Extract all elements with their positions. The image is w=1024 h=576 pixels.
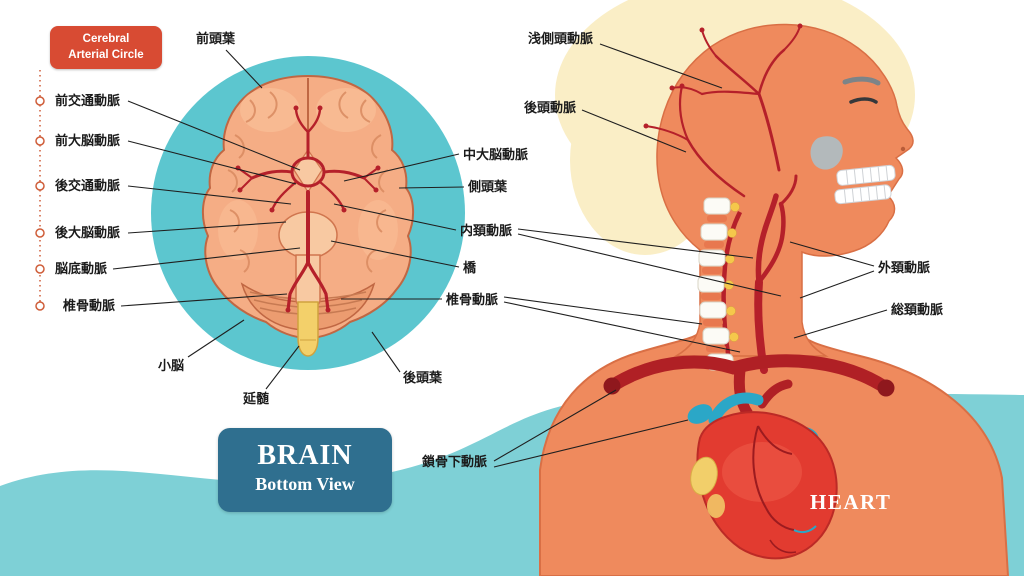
brain-bottom-view-caption: BRAIN Bottom View [218, 428, 392, 512]
leader-line [343, 153, 460, 182]
human-figure [539, 23, 1010, 576]
label-common-carotid-artery: 総頚動脈 [891, 302, 944, 317]
eye [849, 97, 878, 104]
leader-line [789, 241, 875, 267]
label-occipital-lobe: 後頭葉 [403, 370, 443, 385]
leader-line [581, 109, 687, 153]
coronary-vessels [752, 425, 797, 554]
caption-subtitle: Bottom View [255, 474, 355, 494]
label-anterior-cerebral-artery: 前大脳動脈 [55, 133, 121, 148]
leader-line [371, 331, 401, 373]
spinal-cord-shape [297, 301, 319, 357]
label-posterior-communicating-artery: 後交通動脈 [55, 178, 121, 193]
leader-lines [112, 43, 888, 468]
leader-line [799, 270, 875, 299]
leader-line [330, 240, 460, 268]
ear-shape [810, 136, 843, 170]
leader-line [120, 293, 288, 307]
leader-line [398, 186, 465, 189]
label-index-line [35, 70, 45, 311]
heart-label: HEART [810, 490, 892, 514]
leader-line [127, 140, 297, 185]
leader-line [493, 389, 617, 462]
leader-line [127, 221, 287, 234]
leader-line [265, 345, 300, 390]
badge-line2: Arterial Circle [68, 48, 144, 61]
label-pons: 橋 [463, 260, 477, 275]
label-superficial-temporal-artery: 浅側頭動脈 [528, 31, 594, 46]
brain-illustration [202, 74, 414, 357]
leader-line [333, 203, 457, 231]
leader-line [599, 43, 723, 89]
label-vertebral-artery-right: 椎骨動脈 [446, 292, 499, 307]
label-frontal-lobe: 前頭葉 [196, 31, 236, 46]
label-posterior-cerebral-artery: 後大脳動脈 [55, 225, 121, 240]
cervical-spine [697, 197, 740, 371]
badge-line1: Cerebral [82, 33, 130, 45]
nostril [900, 146, 906, 152]
brain-gyri [227, 91, 389, 273]
leader-line [127, 185, 292, 205]
cerebral-arterial-circle-badge: Cerebral Arterial Circle [50, 26, 162, 70]
leader-line [493, 419, 689, 468]
leader-line [187, 319, 245, 358]
label-basilar-artery: 脳底動脈 [55, 261, 108, 276]
label-temporal-lobe: 側頭葉 [468, 179, 508, 194]
leader-line [503, 301, 741, 353]
leader-line [517, 233, 782, 297]
label-medulla: 延髄 [243, 391, 270, 406]
label-external-carotid-artery: 外頚動脈 [878, 260, 931, 275]
teeth [834, 164, 896, 205]
scalp-artery-dots [643, 23, 803, 129]
label-internal-carotid-artery: 内頚動脈 [460, 223, 513, 238]
heart-illustration [687, 379, 838, 560]
eyebrow [842, 76, 881, 86]
label-middle-cerebral-artery: 中大脳動脈 [463, 147, 529, 162]
label-vertebral-artery-left: 椎骨動脈 [63, 298, 116, 313]
label-occipital-artery: 後頭動脈 [524, 100, 577, 115]
leader-line [112, 247, 301, 270]
leader-line [225, 49, 263, 89]
leader-line [503, 296, 703, 325]
caption-title: BRAIN [257, 440, 353, 471]
label-subclavian-artery: 鎖骨下動脈 [422, 454, 488, 469]
label-anterior-communicating-artery: 前交通動脈 [55, 93, 121, 108]
leader-line [517, 228, 754, 259]
scalp-arteries [645, 25, 801, 198]
leader-line [127, 100, 301, 171]
leader-line [793, 309, 888, 339]
label-cerebellum: 小脳 [158, 358, 185, 373]
